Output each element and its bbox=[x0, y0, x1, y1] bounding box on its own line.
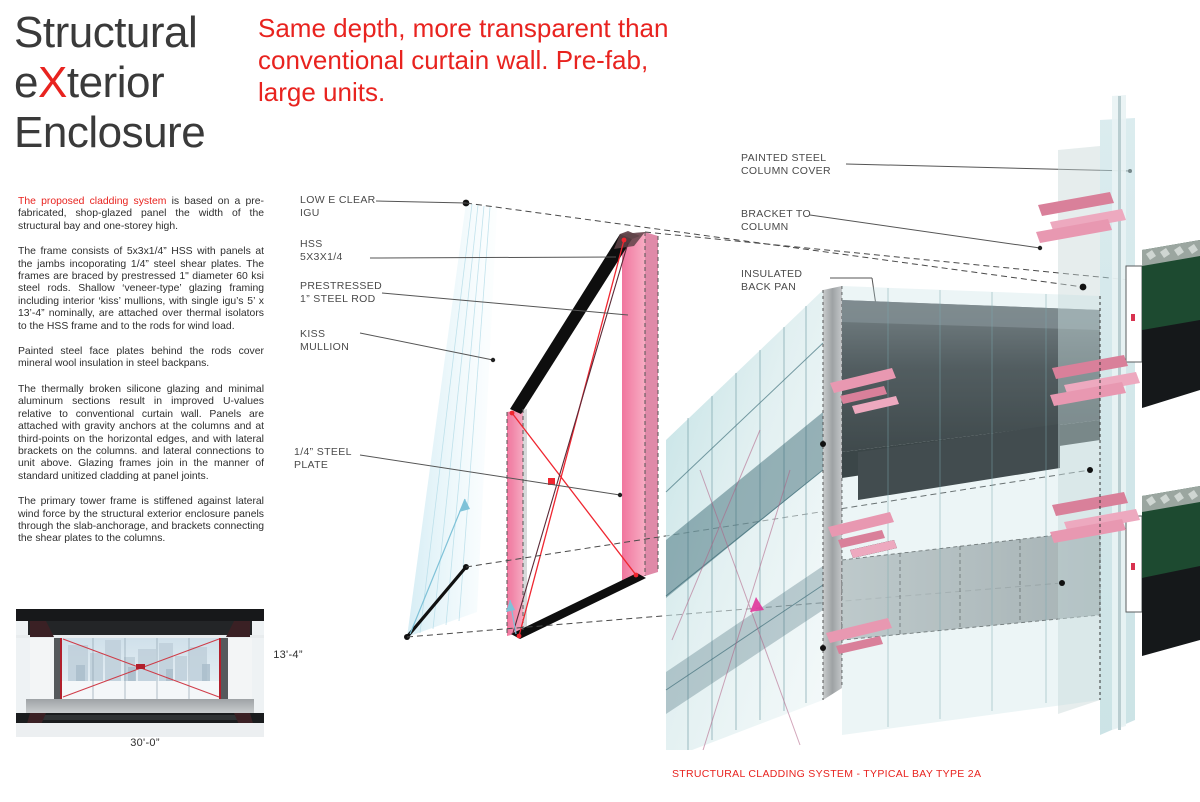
bracket-to-column-pink bbox=[826, 192, 1140, 654]
dimension-width-label: 30'-0” bbox=[130, 737, 160, 749]
callout-prestressed-steel-rod: PRESTRESSED 1” STEEL ROD bbox=[300, 280, 383, 305]
callout-insulated-back-pan: INSULATED BACK PAN bbox=[741, 268, 803, 293]
title-highlight-x: X bbox=[37, 58, 67, 107]
paragraph-1-rest: is based on a pre-fabricated, shop-glaze… bbox=[18, 196, 264, 232]
callout-bracket-to-column: BRACKET TO COLUMN bbox=[741, 208, 812, 233]
bay-elevation-svg bbox=[16, 609, 264, 737]
paragraph-5: The primary tower frame is stiffened aga… bbox=[18, 496, 264, 545]
callout-low-e-clear-igu: LOW E CLEAR IGU bbox=[300, 194, 376, 219]
bay-elevation-thumbnail bbox=[16, 609, 264, 737]
paragraph-1-highlight: The proposed cladding system bbox=[18, 196, 167, 207]
callout-kiss-mullion: KISS MULLION bbox=[300, 328, 350, 353]
building-render bbox=[665, 95, 1200, 750]
leader-dots bbox=[490, 169, 1132, 498]
page-title: Structural eXterior Enclosure bbox=[14, 8, 264, 158]
subtitle: Same depth, more transparent than conven… bbox=[258, 13, 669, 107]
dimension-height-label: 13'-4” bbox=[273, 649, 303, 661]
body-copy: The proposed cladding system is based on… bbox=[18, 196, 264, 559]
paragraph-3: Painted steel face plates behind the rod… bbox=[18, 346, 264, 370]
paragraph-4: The thermally broken silicone glazing an… bbox=[18, 383, 264, 482]
title-line-2-post: terior bbox=[66, 58, 165, 107]
callout-steel-plate: 1/4” STEEL PLATE bbox=[294, 446, 352, 471]
title-line-2-pre: e bbox=[14, 58, 38, 107]
exploded-steel-frame bbox=[506, 231, 659, 639]
bottom-caption: STRUCTURAL CLADDING SYSTEM - TYPICAL BAY… bbox=[672, 768, 982, 780]
title-line-3: Enclosure bbox=[14, 108, 206, 157]
callout-painted-steel-column-cover: PAINTED STEEL COLUMN COVER bbox=[741, 152, 831, 177]
title-line-2: eXterior bbox=[14, 58, 264, 108]
paragraph-1: The proposed cladding system is based on… bbox=[18, 196, 264, 233]
exploded-glass-plane bbox=[404, 199, 497, 640]
paragraph-2: The frame consists of 5x3x1/4” HSS with … bbox=[18, 246, 264, 332]
title-line-1: Structural bbox=[14, 8, 198, 57]
callout-hss: HSS 5X3X1/4 bbox=[300, 238, 343, 263]
